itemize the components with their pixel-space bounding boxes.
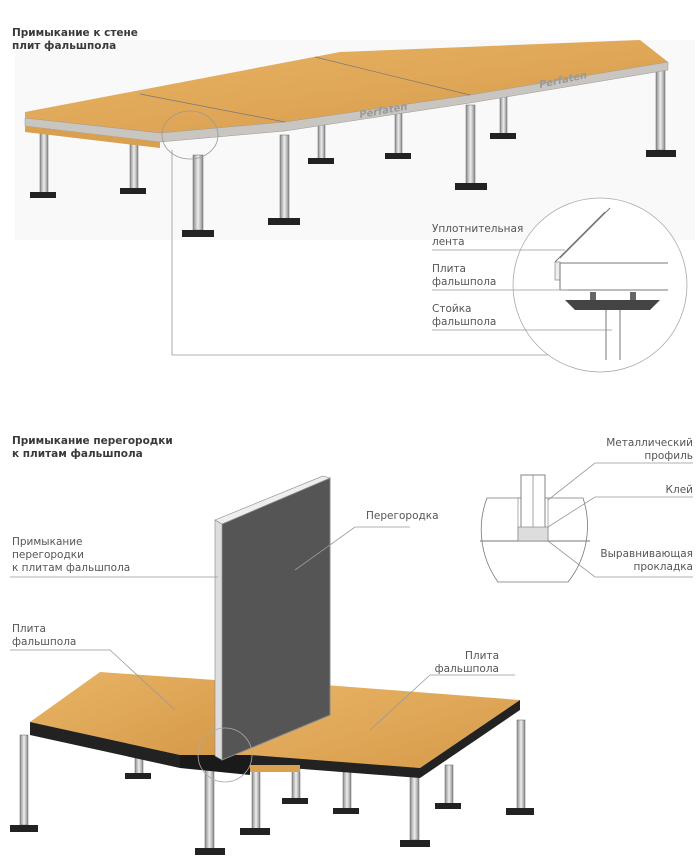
label-panel-left: Плита фальшпола	[12, 623, 77, 648]
detail-callout-circle	[161, 110, 219, 160]
wall-junction-detail	[432, 197, 688, 373]
section-title-partition-junction: Примыкание перегородки к плитам фальшпол…	[12, 435, 173, 460]
label-metal-profile: Металлический профиль	[606, 437, 693, 462]
label-panel-right: Плита фальшпола	[434, 650, 499, 675]
label-junction: Примыкание перегородки к плитам фальшпол…	[12, 536, 131, 574]
partition-junction-detail	[480, 462, 693, 583]
raised-floor-illustration: Perfaten Perfaten	[15, 40, 695, 356]
section-title-wall-junction: Примыкание к стене плит фальшпола	[12, 27, 138, 52]
label-partition: Перегородка	[366, 510, 439, 522]
label-leveling-pad: Выравнивающая прокладка	[600, 548, 693, 573]
label-floor-panel: Плита фальшпола	[432, 263, 497, 288]
partition-illustration	[10, 475, 534, 855]
label-pedestal: Стойка фальшпола	[432, 303, 497, 328]
label-glue: Клей	[665, 484, 693, 496]
label-sealing-tape: Уплотнительная лента	[432, 223, 524, 248]
